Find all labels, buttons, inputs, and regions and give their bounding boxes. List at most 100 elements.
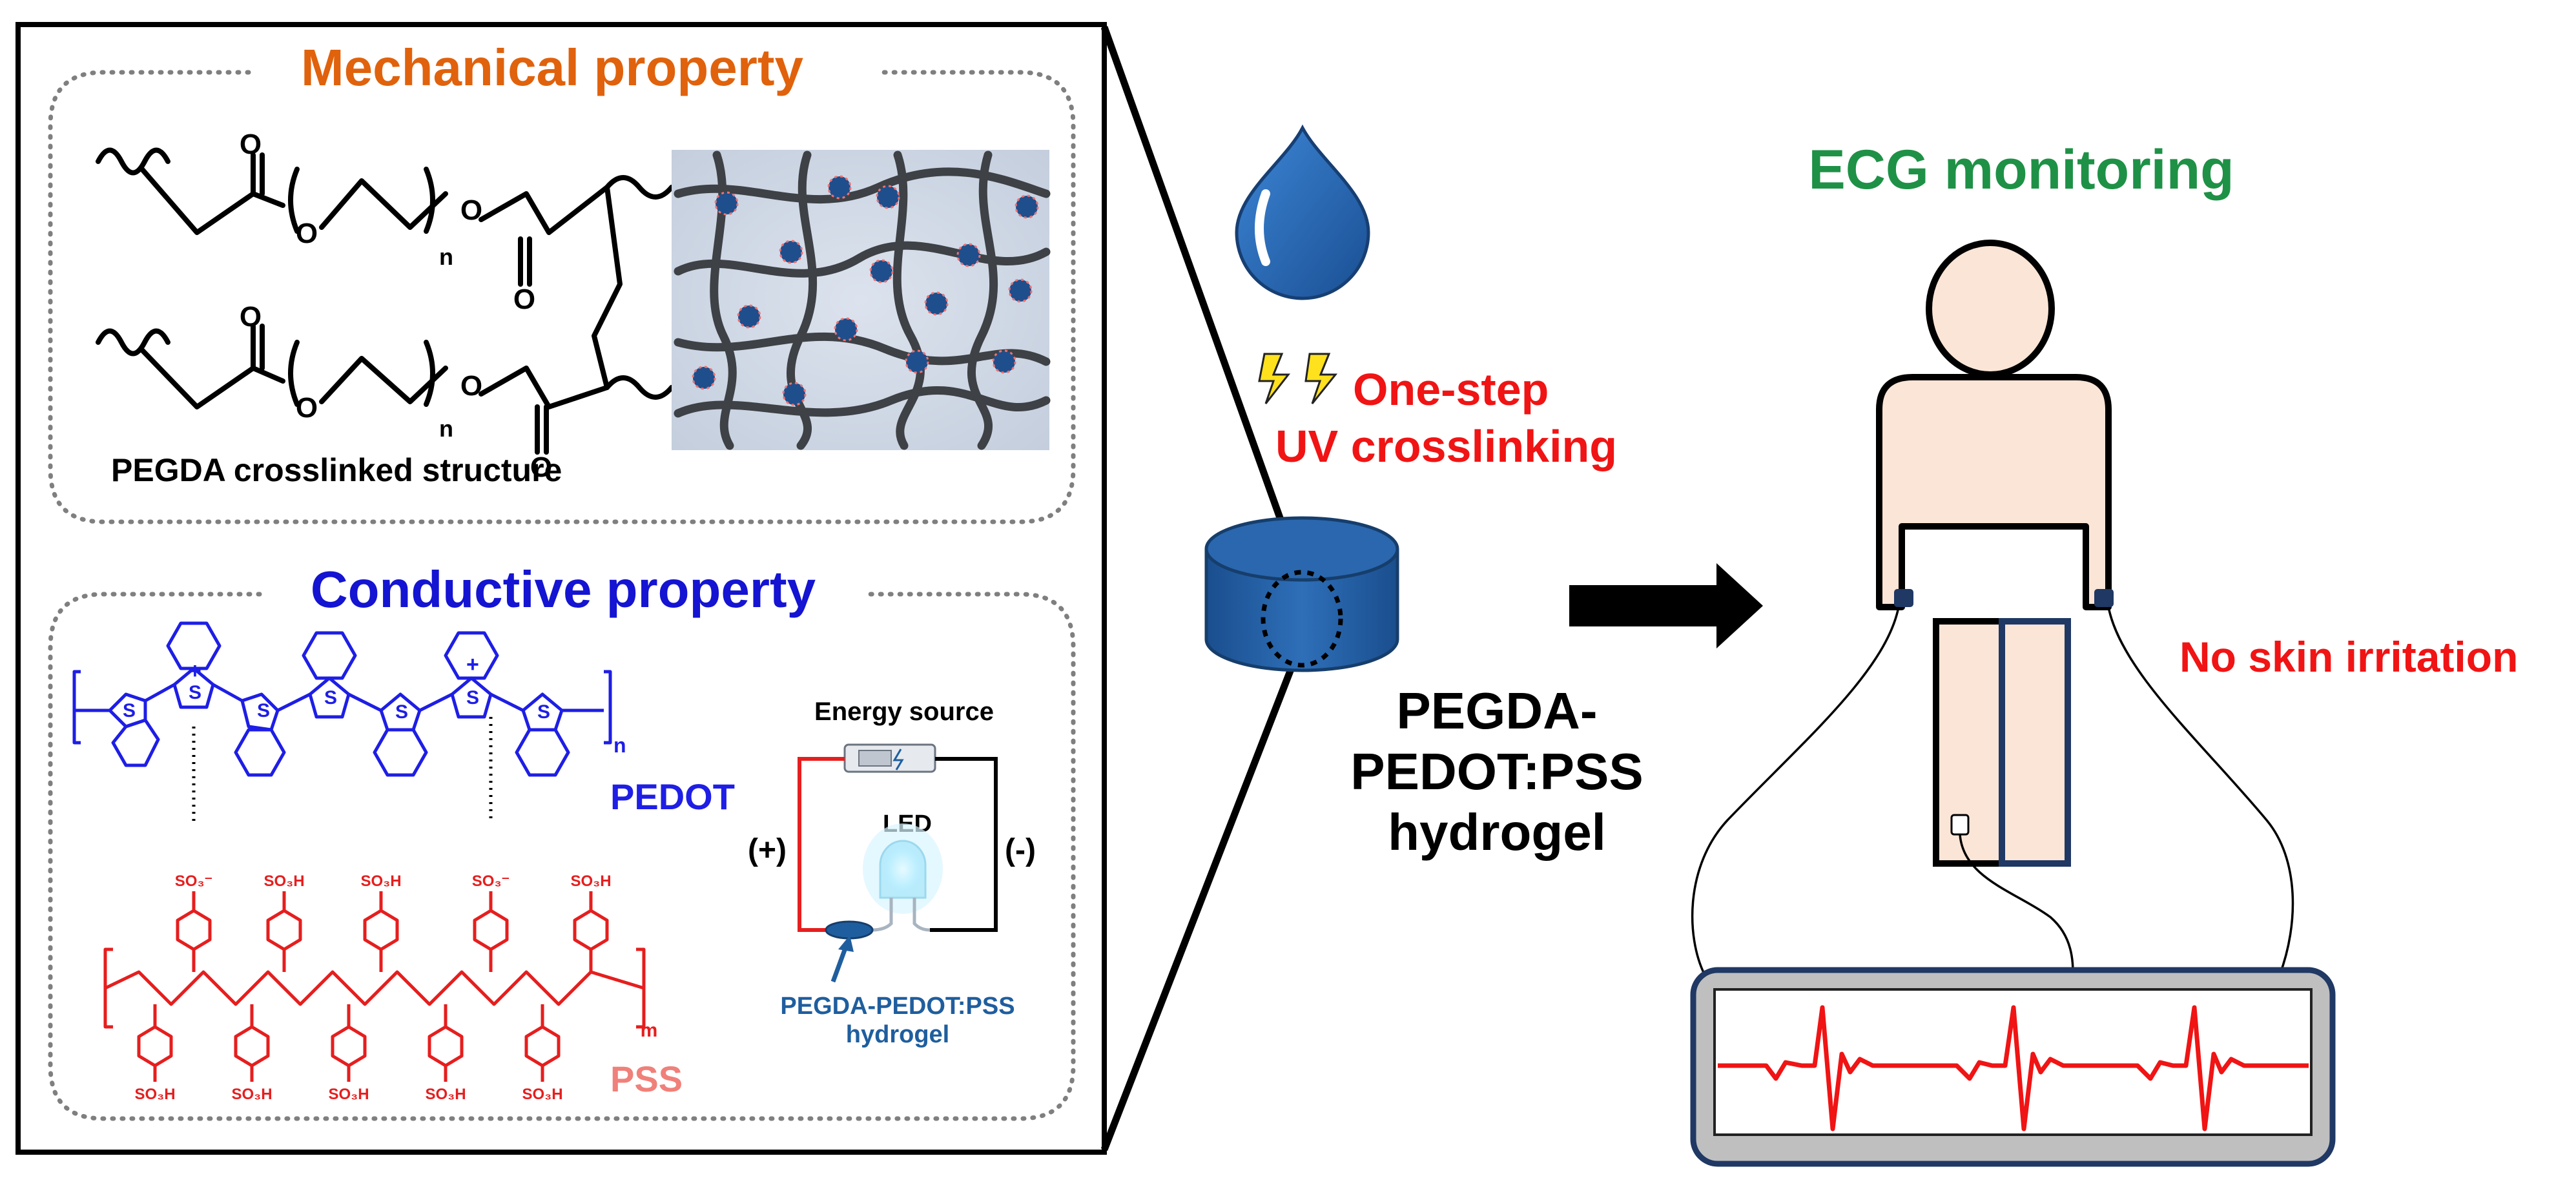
atom-o-6: O (296, 392, 318, 424)
hydrogel-caption-line1: PEGDA-PEDOT:PSS (780, 993, 1015, 1020)
so3h-down-5: SO₃H (522, 1086, 562, 1103)
ecg-trace (1718, 1005, 2309, 1132)
atom-o-1: O (240, 129, 262, 160)
water-drop-highlight (1255, 189, 1270, 266)
energy-source-bolt-icon (892, 749, 904, 770)
pss-down-rings (137, 1004, 561, 1082)
atom-o-4: O (513, 284, 535, 315)
middle-section: One-step UV crosslinking PEGDA- PEDOT:PS… (1100, 26, 1763, 1151)
led-bulb (879, 840, 927, 899)
pedot-unit-7 (515, 692, 570, 777)
process-line-2: UV crosslinking (1275, 421, 1617, 471)
so3-minus-1: SO₃⁻ (175, 873, 212, 890)
crosslink-bond (592, 185, 623, 390)
so3h-down-3: SO₃H (328, 1086, 369, 1103)
lightning-bolt-left (1258, 353, 1291, 404)
hydrogel-caption-line2: hydrogel (846, 1021, 949, 1048)
pedot-unit-2 (166, 621, 222, 709)
electrode-right-wrist (2094, 589, 2114, 607)
pedot-subscript-n: n (613, 734, 626, 757)
subscript-n-2: n (439, 415, 453, 442)
pss-up-rings (176, 891, 609, 972)
torso-and-arms (1876, 374, 2112, 610)
left-panel: Mechanical property (15, 22, 1107, 1155)
plus-terminal-label: (+) (748, 833, 787, 867)
atom-o-8: O (530, 451, 552, 483)
wire-negative (930, 757, 998, 932)
mechanical-section: Mechanical property (48, 39, 1076, 524)
product-line-1: PEGDA- (1396, 682, 1597, 739)
chain-1-left (139, 167, 285, 235)
right-section: ECG monitoring No skin irritation (1690, 139, 2518, 1167)
hydrogel-disc (825, 920, 874, 940)
conductive-dotted-border (48, 592, 1076, 1121)
mechanical-dotted-border (48, 70, 1076, 524)
zoom-line-top (1100, 26, 1302, 570)
pedot-bracket-right (604, 670, 612, 745)
pss-structure (103, 891, 646, 1082)
wavy-bond-2 (604, 175, 674, 200)
ecg-lead-wires (1691, 606, 2294, 976)
crosslinked-network-image (672, 150, 1051, 450)
dish-top (1204, 516, 1399, 582)
hydrogel-dish-icon (1204, 516, 1399, 672)
product-line-2: PEDOT:PSS (1350, 743, 1643, 800)
so3h-down-1: SO₃H (134, 1086, 175, 1103)
process-arrow-icon (1569, 563, 1763, 648)
conductive-title: Conductive property (311, 561, 816, 618)
subscript-n-1: n (439, 243, 453, 270)
pedot-unit-1 (108, 692, 160, 767)
mechanical-title: Mechanical property (301, 39, 804, 96)
zoom-line-bottom (1100, 650, 1302, 1151)
so3h-up-3: SO₃H (570, 873, 611, 890)
peg-1 (319, 178, 448, 230)
bracket-1-right (424, 167, 435, 234)
pegda-atom-labels: O O O O O O O O n n (240, 129, 552, 483)
energy-source-panel (858, 750, 892, 767)
so3h-down-2: SO₃H (231, 1086, 272, 1103)
atom-s-5: S (395, 701, 408, 723)
minus-terminal-label: (-) (1005, 833, 1036, 867)
led-circuit: Energy source (+) (-) LED PEGDA-PEDOT:PS… (748, 698, 1036, 1048)
chain-2-left (139, 347, 285, 409)
human-figure (1876, 240, 2114, 867)
peg-2 (319, 356, 448, 404)
network-nodes (692, 175, 1039, 406)
charge-plus-2: + (466, 652, 479, 677)
right-leg (1999, 618, 2071, 867)
atom-o-3: O (460, 194, 482, 226)
pedot-unit-5 (373, 692, 428, 777)
atom-o-7: O (460, 370, 482, 402)
pss-backbone (104, 970, 644, 1006)
bracket-2-right (424, 340, 435, 407)
wavy-bond-4 (604, 375, 674, 400)
bracket-2-left (288, 340, 300, 407)
pss-group-labels: SO₃⁻ SO₃H SO₃H SO₃⁻ SO₃H SO₃H SO₃H SO₃H … (134, 873, 657, 1103)
so3h-down-4: SO₃H (425, 1086, 466, 1103)
pedot-unit-4 (302, 631, 357, 719)
electrode-leg (1950, 814, 1970, 836)
pedot-bracket-left (72, 670, 81, 745)
wavy-bond-3 (96, 328, 170, 356)
atom-s-3: S (257, 700, 270, 721)
uv-lightning-icon (1258, 353, 1338, 404)
process-line-1: One-step (1353, 364, 1549, 415)
atom-s-7: S (537, 701, 550, 723)
ecg-title: ECG monitoring (1808, 139, 2234, 201)
atom-s-6: S (466, 687, 479, 708)
pedot-unit-6 (444, 631, 499, 719)
charge-plus-1: + (189, 659, 201, 683)
electrode-left-wrist (1894, 589, 1913, 607)
pss-label: PSS (610, 1059, 683, 1099)
hydrogel-pointer-head (838, 935, 854, 952)
pedot-structure (72, 621, 612, 777)
led-lead-left (871, 898, 893, 932)
network-chains (674, 150, 1051, 450)
pedot-label: PEDOT (610, 776, 735, 817)
so3h-up-1: SO₃H (263, 873, 304, 890)
chain-2-right (479, 366, 610, 409)
head (1926, 240, 2055, 378)
atom-s-4: S (324, 687, 337, 708)
pegda-caption: PEGDA crosslinked structure (111, 452, 562, 488)
